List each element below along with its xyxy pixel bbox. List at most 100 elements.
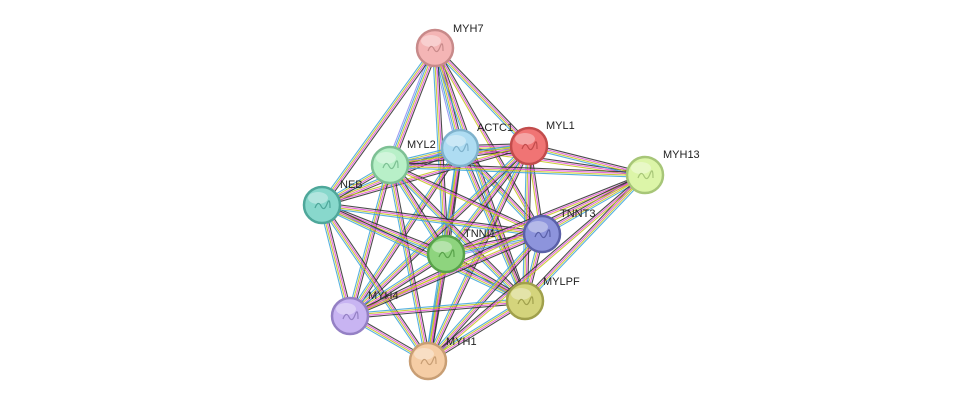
edge-evidence-line [350,146,530,317]
node-circle[interactable] [370,145,410,185]
node-label: ACTC1 [477,122,513,134]
node-circle[interactable] [426,234,466,274]
node-neb[interactable]: NEB [302,179,363,225]
node-label: TNNI1 [464,228,496,240]
edge-myh7-neb[interactable] [319,46,438,207]
edge-evidence-line [433,48,542,236]
edge-evidence-line [436,47,528,301]
node-myl1[interactable]: MYL1 [509,120,575,166]
node-circle[interactable] [302,185,342,225]
edge-evidence-line [390,162,646,174]
node-label: MYL2 [407,139,436,151]
node-label: NEB [340,179,363,191]
edge-evidence-line [529,143,646,174]
edge-evidence-line [349,174,646,317]
node-mylpf[interactable]: MYLPF [505,276,580,321]
node-label: MYH13 [663,149,700,161]
edge-evidence-line [389,166,645,178]
protein-structure-icon [637,170,654,180]
node-highlight [515,133,535,145]
edge-myh7-myl1[interactable] [432,45,532,149]
edge-myl2-myh1[interactable] [387,164,431,362]
edge-myl1-neb[interactable] [321,143,530,208]
edge-evidence-line [319,46,434,204]
edge-evidence-line [428,175,647,363]
edge-evidence-line [321,205,525,303]
edges-layer [319,45,648,364]
edge-evidence-line [351,147,532,319]
node-highlight [446,135,466,147]
node-label: MYL1 [546,120,575,132]
protein-structure-icon [342,311,359,321]
node-tnnt3[interactable]: TNNT3 [522,208,595,254]
edge-evidence-line [525,175,646,302]
node-myh7[interactable]: MYH7 [415,23,484,68]
protein-structure-icon [314,200,331,210]
node-actc1[interactable]: ACTC1 [440,122,513,168]
node-circle[interactable] [330,296,370,336]
node-circle[interactable] [415,28,455,68]
edge-evidence-line [391,164,431,361]
node-label: MYH4 [368,290,399,302]
edge-evidence-line [390,48,438,166]
node-highlight [336,303,356,315]
node-highlight [432,241,452,253]
node-label: MYH1 [446,336,477,348]
edge-evidence-line [350,165,392,317]
node-myh4[interactable]: MYH4 [330,290,399,336]
edge-myl1-myh13[interactable] [528,143,646,178]
node-tnni1[interactable]: TNNI1 [426,228,496,274]
node-myl2[interactable]: MYL2 [370,139,436,185]
node-circle[interactable] [625,155,665,195]
node-circle[interactable] [509,126,549,166]
node-circle[interactable] [505,281,545,321]
edge-evidence-line [348,147,460,316]
node-myh13[interactable]: MYH13 [625,149,700,195]
edge-evidence-line [426,173,645,361]
edge-evidence-line [388,165,428,362]
protein-structure-icon [438,249,455,259]
edge-evidence-line [351,165,393,317]
edge-myh1-myh13[interactable] [426,173,647,363]
edge-evidence-line [522,145,528,301]
edge-neb-myh1[interactable] [319,203,431,363]
node-circle[interactable] [522,214,562,254]
edge-evidence-line [320,206,525,304]
edge-evidence-line [528,147,645,178]
edge-evidence-line [321,206,542,237]
edge-evidence-line [387,166,524,304]
edge-evidence-line [323,203,431,360]
node-circle[interactable] [440,128,480,168]
edge-evidence-line [389,165,525,302]
edge-evidence-line [541,173,645,234]
edge-myl2-myh13[interactable] [389,162,646,178]
protein-structure-icon [534,229,551,239]
edge-evidence-line [347,164,389,316]
edge-evidence-line [434,48,529,147]
edge-evidence-line [529,144,646,175]
edge-evidence-line [322,202,543,233]
edge-evidence-line [320,47,435,205]
node-highlight [376,152,396,164]
edge-evidence-line [349,173,645,316]
protein-structure-icon [521,141,538,151]
edge-evidence-line [435,47,527,301]
edge-myl2-myh4[interactable] [347,164,393,317]
edge-evidence-line [389,164,543,235]
edge-evidence-line [526,176,648,304]
node-label: TNNT3 [560,208,595,220]
node-myh1[interactable]: MYH1 [408,336,477,381]
node-circle[interactable] [408,341,448,381]
edge-myh4-myh13[interactable] [349,173,646,318]
edge-evidence-line [319,206,427,363]
edge-evidence-line [322,147,530,208]
edge-evidence-line [321,143,529,204]
edge-evidence-line [435,47,530,146]
edge-evidence-line [425,232,541,360]
node-highlight [631,162,651,174]
node-highlight [414,348,434,360]
node-label: MYH7 [453,23,484,35]
edge-evidence-line [528,146,645,177]
edge-evidence-line [322,204,430,361]
